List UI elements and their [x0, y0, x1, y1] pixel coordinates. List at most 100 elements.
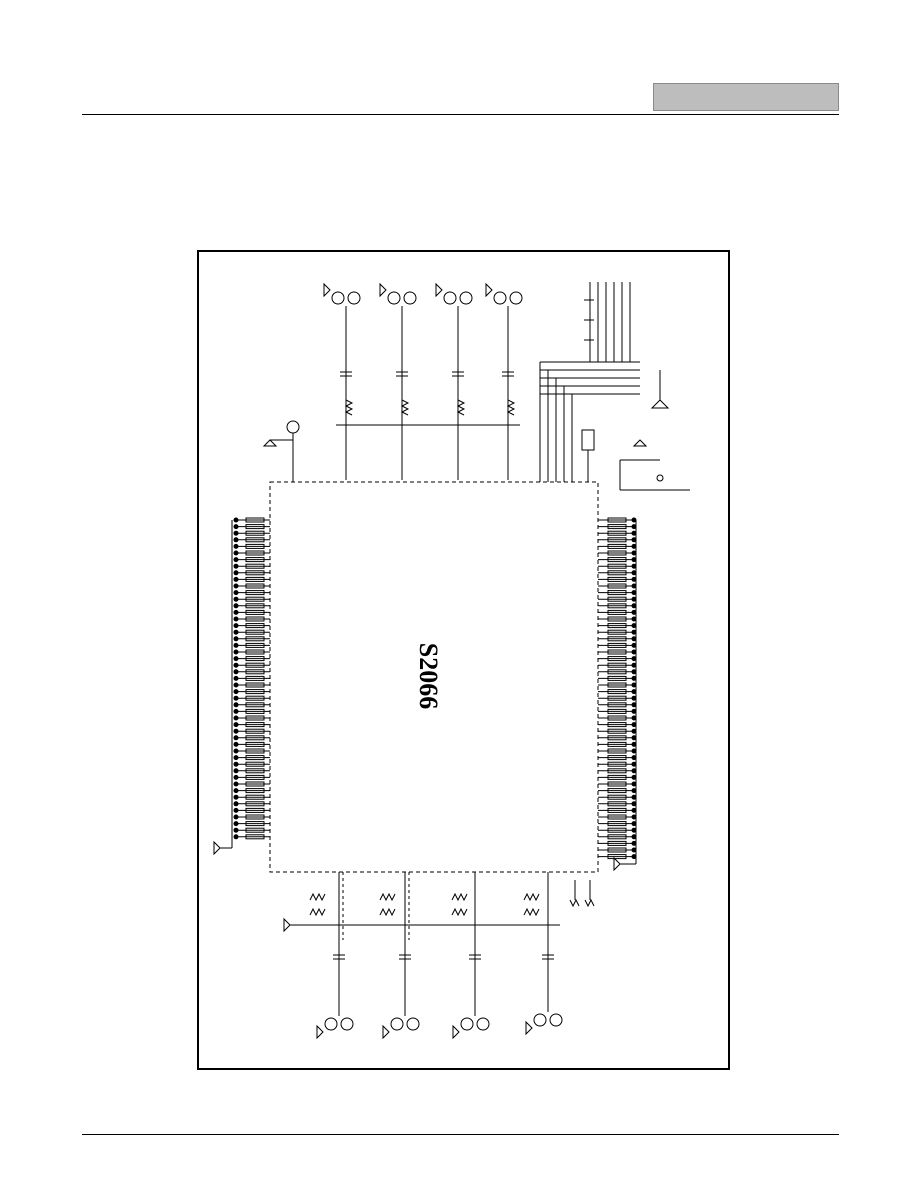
left-pin [233, 570, 270, 576]
left-pin [233, 788, 270, 794]
left-pin [233, 768, 270, 774]
right-pin [598, 834, 637, 840]
bottom-rule [82, 1134, 839, 1135]
right-pin [598, 748, 637, 754]
left-pin [233, 834, 270, 840]
right-pin [598, 755, 637, 761]
right-pin [598, 570, 637, 576]
left-pin [233, 781, 270, 787]
left-pin [233, 722, 270, 728]
left-pin [233, 517, 270, 523]
right-pin [598, 689, 637, 695]
left-pin [233, 537, 270, 543]
right-pin [598, 801, 637, 807]
left-pin [233, 524, 270, 530]
right-pin [598, 840, 637, 846]
left-pin [233, 794, 270, 800]
left-pin [233, 636, 270, 642]
left-pin [233, 675, 270, 681]
right-pin [598, 774, 637, 780]
sma-connector [485, 282, 523, 480]
left-pin [233, 735, 270, 741]
right-pin [598, 596, 637, 602]
right-pin [598, 583, 637, 589]
left-pin [233, 728, 270, 734]
right-pin [598, 537, 637, 543]
left-pin [233, 662, 270, 668]
right-pin [598, 847, 637, 853]
right-pin [598, 563, 637, 569]
right-pin [598, 682, 637, 688]
header-badge [653, 83, 839, 111]
right-pin [598, 728, 637, 734]
right-pin [598, 662, 637, 668]
left-pin [233, 642, 270, 648]
right-pin [598, 814, 637, 820]
left-pin [233, 702, 270, 708]
right-pin [598, 557, 637, 563]
left-pin [233, 708, 270, 714]
mode-switch [581, 429, 690, 491]
left-pin [233, 715, 270, 721]
chip-label: S2066 [414, 643, 443, 709]
left-pin [233, 590, 270, 596]
left-pin [233, 530, 270, 536]
right-pin [598, 781, 637, 787]
right-pin [598, 735, 637, 741]
left-pin [233, 748, 270, 754]
left-pin [233, 563, 270, 569]
bottom-connectors [283, 872, 563, 1040]
left-pin [233, 761, 270, 767]
right-pin [598, 768, 637, 774]
right-pin [598, 788, 637, 794]
sma-connector [323, 282, 361, 480]
right-pin [598, 695, 637, 701]
right-pin [598, 629, 637, 635]
left-pin [233, 543, 270, 549]
left-pin [233, 669, 270, 675]
right-pin [598, 794, 637, 800]
right-ground-bus [613, 520, 637, 872]
right-pin [598, 827, 637, 833]
left-pin [233, 821, 270, 827]
left-pin [233, 576, 270, 582]
left-pin [233, 801, 270, 807]
left-pin [233, 596, 270, 602]
left-pin [233, 629, 270, 635]
left-pin [233, 682, 270, 688]
right-pin [598, 741, 637, 747]
left-pin [233, 603, 270, 609]
left-pin-bank [233, 517, 270, 840]
right-pin [598, 807, 637, 813]
right-pin [598, 530, 637, 536]
right-pin [598, 702, 637, 708]
right-pin [598, 675, 637, 681]
top-connectors [323, 282, 523, 480]
right-pin [598, 708, 637, 714]
left-pin [233, 557, 270, 563]
right-pin [598, 669, 637, 675]
right-pin [598, 524, 637, 530]
sma-connector [435, 282, 473, 480]
right-pin [598, 590, 637, 596]
left-pin [233, 689, 270, 695]
chip-outline [269, 481, 599, 873]
top-rule [82, 114, 839, 115]
sma-connector [316, 872, 354, 1040]
ref-clock-connector [262, 420, 300, 482]
sma-connector [382, 872, 420, 1040]
right-pin [598, 543, 637, 549]
right-pin [598, 821, 637, 827]
resistor-network [539, 282, 670, 482]
left-pin [233, 807, 270, 813]
left-pin [233, 755, 270, 761]
sma-connector [525, 872, 563, 1036]
right-pin [598, 656, 637, 662]
left-pin [233, 609, 270, 615]
left-pin [233, 656, 270, 662]
left-pin [233, 695, 270, 701]
sma-connector [379, 282, 417, 480]
right-pin [598, 761, 637, 767]
right-pin [598, 722, 637, 728]
